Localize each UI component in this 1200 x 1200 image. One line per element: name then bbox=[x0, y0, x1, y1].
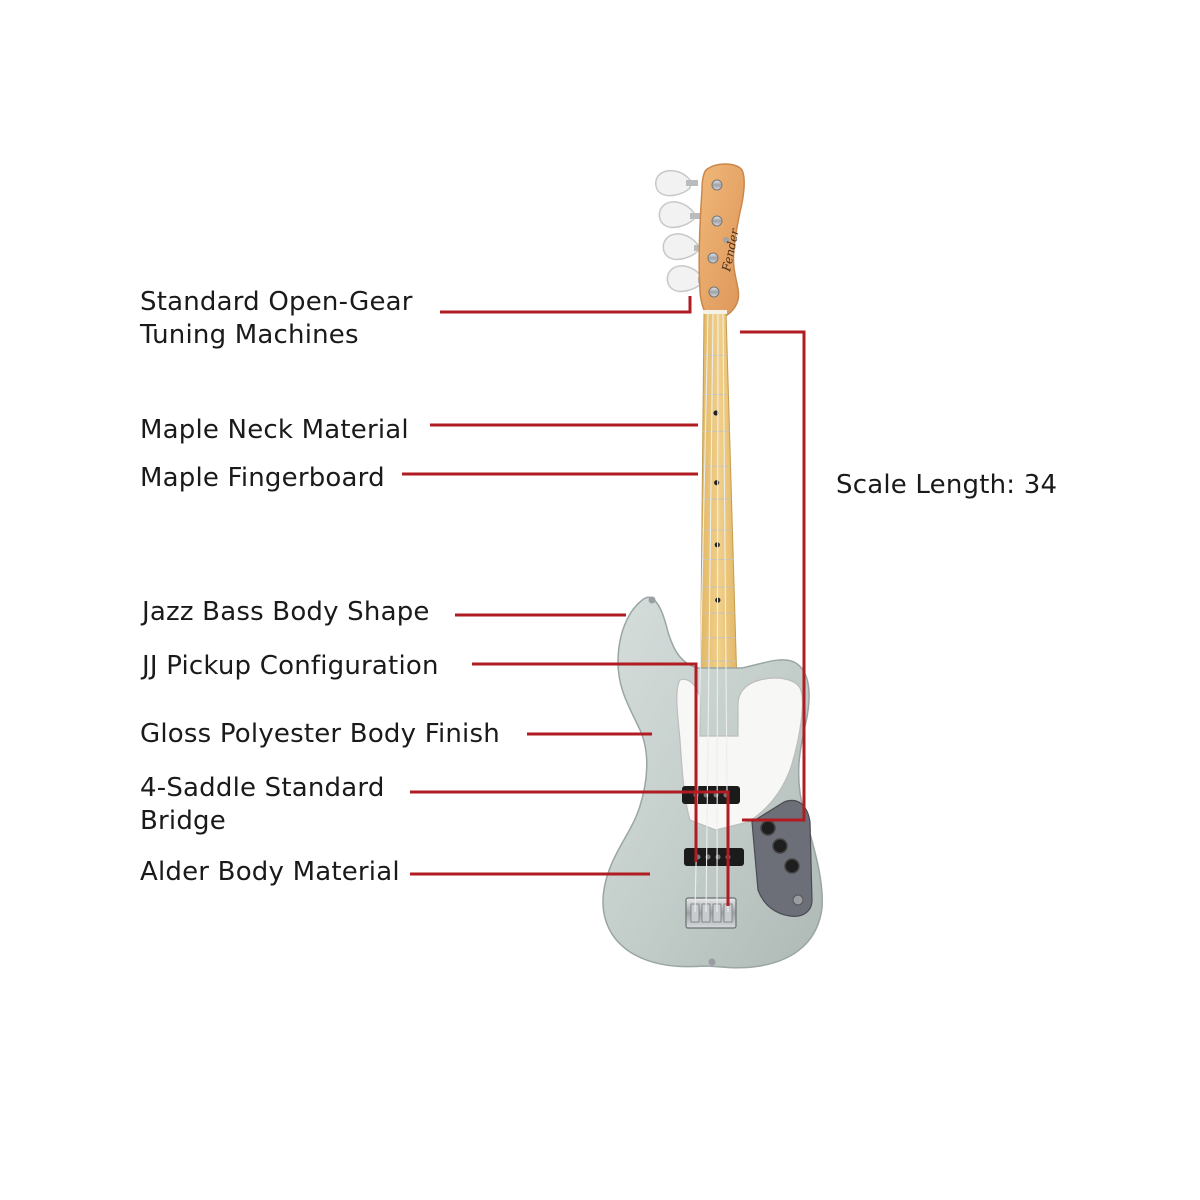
volume-knob-bridge bbox=[772, 838, 788, 854]
tuner-post-1 bbox=[711, 179, 723, 191]
leader-scale-length bbox=[740, 330, 806, 822]
leader-lines bbox=[402, 296, 806, 906]
leader-tuning-machines bbox=[440, 296, 692, 314]
bridge bbox=[685, 897, 737, 929]
strap-button-bottom bbox=[708, 958, 716, 966]
tuner-post-4 bbox=[708, 286, 720, 298]
tuner-post-3 bbox=[707, 252, 719, 264]
leader-pickup-config bbox=[472, 662, 698, 862]
label-fingerboard: Maple Fingerboard bbox=[140, 463, 385, 493]
tuner-key-2 bbox=[658, 201, 695, 229]
strap-button-top bbox=[648, 596, 656, 604]
tuner-key-1 bbox=[655, 169, 691, 197]
neck bbox=[699, 311, 739, 721]
tuner-key-3 bbox=[662, 233, 699, 261]
label-body-material: Alder Body Material bbox=[140, 857, 400, 887]
string-tree bbox=[723, 237, 729, 243]
label-tuning-machines-line1: Standard Open-Gear bbox=[140, 287, 413, 317]
volume-knob-neck bbox=[760, 820, 776, 836]
label-tuning-machines: Standard Open-Gear Tuning Machines bbox=[140, 286, 413, 352]
leader-bridge bbox=[410, 790, 730, 906]
tuner-buttons bbox=[655, 169, 710, 293]
label-neck-material: Maple Neck Material bbox=[140, 415, 409, 445]
label-bridge-line1: 4-Saddle Standard bbox=[140, 773, 385, 803]
tuner-key-4 bbox=[666, 265, 703, 293]
label-bridge: 4-Saddle Standard Bridge bbox=[140, 772, 385, 838]
label-bridge-line2: Bridge bbox=[140, 806, 226, 836]
inlay-dot bbox=[714, 480, 720, 486]
label-body-shape: Jazz Bass Body Shape bbox=[142, 597, 430, 627]
output-jack bbox=[792, 894, 804, 906]
headstock bbox=[698, 163, 745, 319]
tone-knob bbox=[784, 858, 800, 874]
label-scale-length: Scale Length: 34 bbox=[836, 470, 1058, 500]
label-pickup-config: JJ Pickup Configuration bbox=[142, 651, 439, 681]
tuner-post-2 bbox=[711, 215, 723, 227]
label-tuning-machines-line2: Tuning Machines bbox=[140, 320, 359, 350]
neck-pickup bbox=[682, 786, 740, 804]
bridge-pickup bbox=[684, 848, 744, 866]
label-body-finish: Gloss Polyester Body Finish bbox=[140, 719, 500, 749]
nut bbox=[703, 310, 727, 314]
